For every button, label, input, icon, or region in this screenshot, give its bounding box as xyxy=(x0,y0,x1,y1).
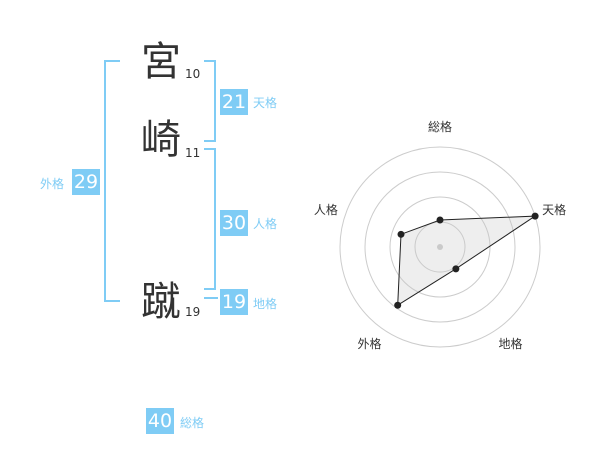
name-char-2: 崎 xyxy=(141,117,181,163)
chikaku-value: 19 xyxy=(220,289,248,315)
name-char-3: 蹴 xyxy=(141,279,181,325)
soukaku-label: 総格 xyxy=(180,416,205,430)
radar-axis-label-1: 総格 xyxy=(428,119,452,134)
radar-point-1 xyxy=(436,216,444,224)
tenkaku-value: 21 xyxy=(220,89,248,115)
radar-point-2 xyxy=(531,212,539,220)
radar-axis-label-3: 地格 xyxy=(499,336,523,351)
gaikaku-label: 外格 xyxy=(40,177,65,191)
radar-axis-label-2: 天格 xyxy=(542,202,566,217)
tenkaku-bracket xyxy=(204,60,216,142)
gaikaku-value: 29 xyxy=(72,169,100,195)
radar-value-polygon xyxy=(397,215,537,307)
jinkaku-value: 30 xyxy=(220,210,248,236)
radar-point-4 xyxy=(394,301,402,309)
radar-axis-label-4: 外格 xyxy=(357,336,381,351)
jinkaku-label: 人格 xyxy=(253,217,278,231)
radar-point-3 xyxy=(452,265,460,273)
chikaku-connector xyxy=(204,297,218,299)
tenkaku-label: 天格 xyxy=(253,96,278,110)
jinkaku-bracket xyxy=(204,148,216,290)
soukaku-value: 40 xyxy=(146,408,174,434)
radar-ring-3 xyxy=(364,171,516,323)
name-char-3-strokes: 19 xyxy=(185,305,201,319)
radar-point-5 xyxy=(397,230,405,238)
name-char-2-strokes: 11 xyxy=(185,146,201,160)
radar-ring-4 xyxy=(339,146,541,348)
radar-axis-label-5: 人格 xyxy=(314,202,338,217)
gaikaku-bracket xyxy=(104,60,120,302)
radar-ring-2 xyxy=(389,196,491,298)
chikaku-label: 地格 xyxy=(253,297,278,311)
name-char-1-strokes: 10 xyxy=(185,67,201,81)
radar-center-dot xyxy=(437,244,443,250)
name-char-1: 宮 xyxy=(141,39,181,85)
